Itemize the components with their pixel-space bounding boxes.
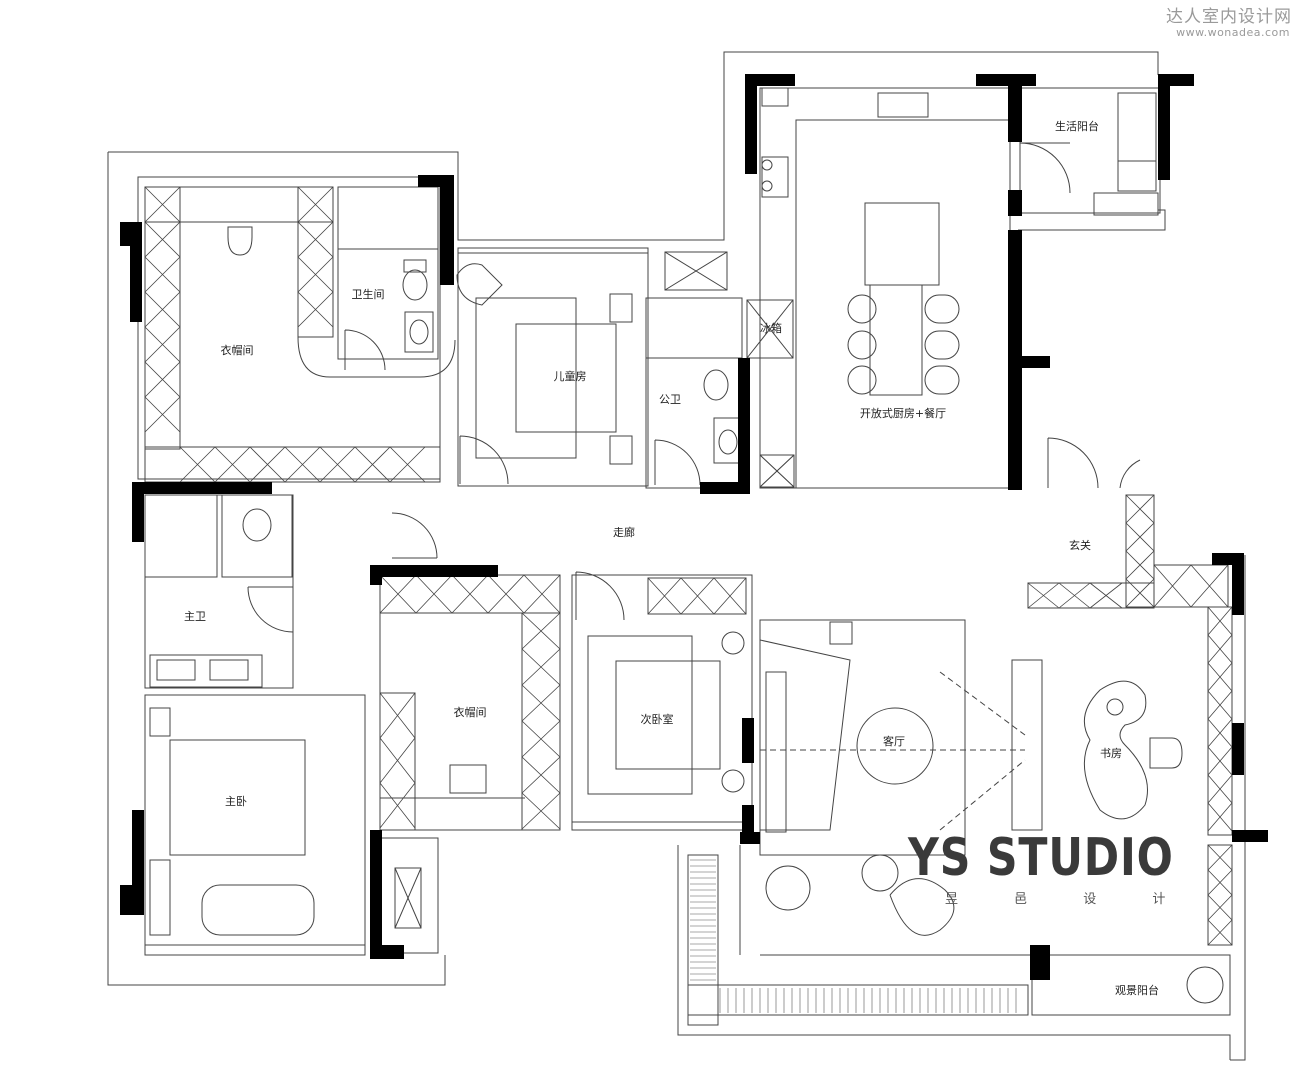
label-open-kitchen-dining: 开放式厨房+餐厅	[859, 407, 947, 420]
label-living-room: 客厅	[883, 735, 905, 748]
second-bedroom-outline	[571, 574, 753, 831]
studio-logo: YS STUDIO	[908, 828, 1174, 888]
life-balcony-outline	[1019, 87, 1161, 214]
master-bath-outline	[144, 494, 294, 689]
master-bedroom-outline	[144, 694, 366, 956]
label-master-bedroom: 主卧	[225, 795, 247, 808]
studio-logo-subtitle: 昱 邑 设 计	[945, 892, 1192, 907]
label-walk-in-closet-mid: 衣帽间	[453, 706, 487, 719]
view-balcony-outline	[1031, 954, 1231, 1016]
label-fridge: 冰箱	[760, 322, 782, 335]
label-view-balcony: 观景阳台	[1115, 984, 1159, 997]
wall	[745, 74, 795, 86]
label-master-bath: 主卫	[184, 610, 206, 623]
watermark-url: www.wonadea.com	[1176, 26, 1290, 39]
living-room-outline	[759, 619, 966, 856]
label-study: 书房	[1100, 747, 1122, 760]
label-life-balcony: 生活阳台	[1055, 120, 1099, 133]
label-bathroom: 卫生间	[351, 288, 385, 301]
kids-room-outline	[457, 247, 649, 487]
label-corridor: 走廊	[613, 526, 635, 539]
label-kids-room: 儿童房	[553, 370, 587, 383]
label-second-bedroom: 次卧室	[640, 713, 674, 726]
label-public-bath: 公卫	[659, 393, 681, 406]
closet-top-outline	[137, 176, 441, 480]
label-entrance: 玄关	[1069, 539, 1091, 552]
outer-outline	[108, 51, 1159, 241]
label-walk-in-closet-top: 衣帽间	[220, 344, 254, 357]
watermark-title: 达人室内设计网	[1166, 7, 1292, 27]
kitchen-outline	[759, 87, 1011, 489]
